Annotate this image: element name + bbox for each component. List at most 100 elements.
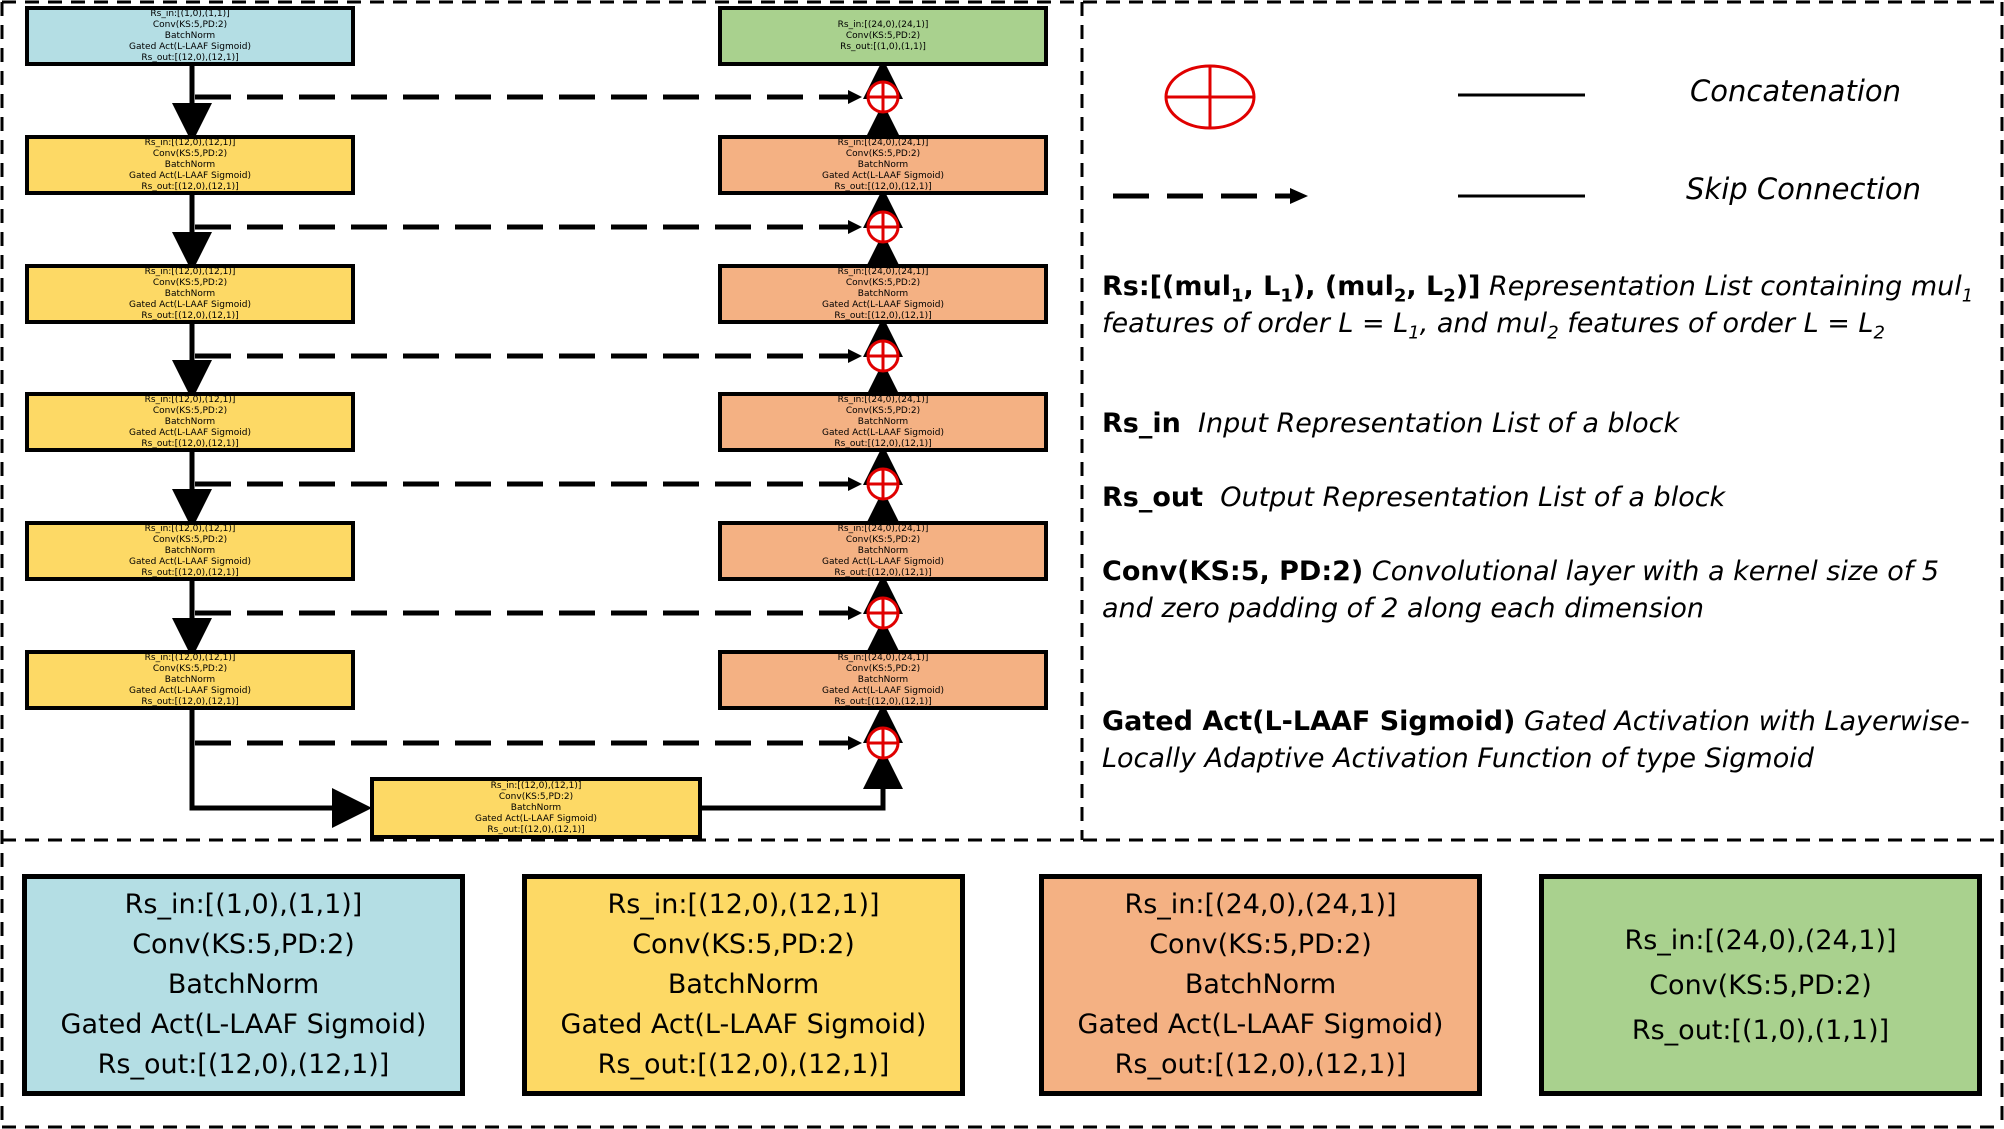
block-line: BatchNorm <box>164 30 216 41</box>
bottleneck-input-arrow <box>189 710 372 828</box>
block-line: Rs_in:[(12,0),(12,1)] <box>144 523 236 534</box>
block-line: BatchNorm <box>667 969 820 1000</box>
encoder-block: Rs_in:[(12,0),(12,1)] Conv(KS:5,PD:2) Ba… <box>25 521 355 581</box>
block-line: Rs_out:[(12,0),(12,1)] <box>141 567 239 578</box>
block-line: Rs_out:[(1,0),(1,1)] <box>840 41 926 52</box>
bottleneck-block: Rs_in:[(12,0),(12,1)] Conv(KS:5,PD:2) Ba… <box>370 777 702 839</box>
block-line: Rs_in:[(12,0),(12,1)] <box>144 266 236 277</box>
definition-rs-out: Rs_out Output Representation List of a b… <box>1102 479 1982 516</box>
block-line: Conv(KS:5,PD:2) <box>845 534 921 545</box>
block-line: Rs_out:[(12,0),(12,1)] <box>834 310 932 321</box>
skip-arrowhead <box>848 606 862 620</box>
block-line: Rs_in:[(12,0),(12,1)] <box>144 137 236 148</box>
block-line: Rs_in:[(24,0),(24,1)] <box>837 394 929 405</box>
block-line: Rs_out:[(12,0),(12,1)] <box>97 1049 390 1080</box>
decoder-block: Rs_in:[(24,0),(24,1)] Conv(KS:5,PD:2) Ba… <box>718 650 1048 710</box>
block-line: Rs_out:[(1,0),(1,1)] <box>1631 1014 1890 1046</box>
block-line: BatchNorm <box>857 288 909 299</box>
block-line: Conv(KS:5,PD:2) <box>152 405 228 416</box>
block-line: Gated Act(L-LAAF Sigmoid) <box>129 170 251 181</box>
key-encoder-block: Rs_in:[(12,0),(12,1)] Conv(KS:5,PD:2) Ba… <box>522 874 965 1096</box>
concat-icon <box>866 210 900 244</box>
block-line: Rs_in:[(1,0),(1,1)] <box>124 889 363 920</box>
block-line: BatchNorm <box>164 288 216 299</box>
concat-icon <box>866 726 900 760</box>
block-line: Rs_out:[(12,0),(12,1)] <box>834 181 932 192</box>
decoder-block: Rs_in:[(24,0),(24,1)] Conv(KS:5,PD:2) Ba… <box>718 392 1048 452</box>
block-line: Gated Act(L-LAAF Sigmoid) <box>129 556 251 567</box>
block-line: Conv(KS:5,PD:2) <box>845 30 921 41</box>
skip-arrowhead <box>848 736 862 750</box>
skip-connections <box>195 94 848 746</box>
skip-legend-label: Skip Connection <box>1686 172 1921 206</box>
block-line: Rs_out:[(12,0),(12,1)] <box>834 438 932 449</box>
definition-rs: Rs:[(mul1, L1), (mul2, L2)] Representati… <box>1102 268 1982 342</box>
block-line: BatchNorm <box>164 416 216 427</box>
block-line: Gated Act(L-LAAF Sigmoid) <box>822 427 944 438</box>
definition-gated-act: Gated Act(L-LAAF Sigmoid) Gated Activati… <box>1102 703 1982 777</box>
output-block: Rs_in:[(24,0),(24,1)] Conv(KS:5,PD:2) Rs… <box>718 6 1048 66</box>
block-line: Rs_out:[(12,0),(12,1)] <box>141 181 239 192</box>
block-line: Rs_out:[(12,0),(12,1)] <box>141 696 239 707</box>
block-line: Rs_in:[(12,0),(12,1)] <box>607 889 880 920</box>
block-line: BatchNorm <box>164 674 216 685</box>
encoder-block: Rs_in:[(12,0),(12,1)] Conv(KS:5,PD:2) Ba… <box>25 135 355 195</box>
definition-text: Convolutional layer with a kernel size o… <box>1102 556 1939 624</box>
block-line: BatchNorm <box>857 545 909 556</box>
block-line: Gated Act(L-LAAF Sigmoid) <box>822 685 944 696</box>
definition-text: Output Representation List of a block <box>1220 482 1726 513</box>
decoder-block: Rs_in:[(24,0),(24,1)] Conv(KS:5,PD:2) Ba… <box>718 521 1048 581</box>
concat-icon <box>866 339 900 373</box>
encoder-block: Rs_in:[(12,0),(12,1)] Conv(KS:5,PD:2) Ba… <box>25 264 355 324</box>
definition-term: Rs:[(mul1, L1), (mul2, L2)] <box>1102 271 1481 307</box>
block-line: Rs_in:[(12,0),(12,1)] <box>144 394 236 405</box>
block-line: Gated Act(L-LAAF Sigmoid) <box>129 41 251 52</box>
block-line: Gated Act(L-LAAF Sigmoid) <box>822 556 944 567</box>
definition-term: Gated Act(L-LAAF Sigmoid) <box>1102 706 1516 737</box>
block-line: BatchNorm <box>1184 969 1337 1000</box>
block-line: Conv(KS:5,PD:2) <box>152 534 228 545</box>
block-line: Rs_out:[(12,0),(12,1)] <box>597 1049 890 1080</box>
block-line: Conv(KS:5,PD:2) <box>132 929 355 960</box>
block-line: Rs_in:[(1,0),(1,1)] <box>150 8 230 19</box>
definition-term: Rs_in <box>1102 408 1181 439</box>
block-line: Gated Act(L-LAAF Sigmoid) <box>129 427 251 438</box>
block-line: Conv(KS:5,PD:2) <box>845 405 921 416</box>
block-line: Gated Act(L-LAAF Sigmoid) <box>129 299 251 310</box>
block-line: Conv(KS:5,PD:2) <box>845 148 921 159</box>
block-line: Rs_out:[(12,0),(12,1)] <box>834 567 932 578</box>
block-line: Rs_in:[(24,0),(24,1)] <box>837 19 929 30</box>
block-line: Conv(KS:5,PD:2) <box>1649 969 1872 1001</box>
concatenation-nodes <box>848 80 900 760</box>
block-line: Rs_in:[(24,0),(24,1)] <box>1624 924 1897 956</box>
legend-symbols <box>1113 64 1585 204</box>
block-line: Conv(KS:5,PD:2) <box>632 929 855 960</box>
block-line: Conv(KS:5,PD:2) <box>845 277 921 288</box>
block-line: Gated Act(L-LAAF Sigmoid) <box>822 299 944 310</box>
block-line: Conv(KS:5,PD:2) <box>152 148 228 159</box>
decoder-block: Rs_in:[(24,0),(24,1)] Conv(KS:5,PD:2) Ba… <box>718 135 1048 195</box>
encoder-block: Rs_in:[(12,0),(12,1)] Conv(KS:5,PD:2) Ba… <box>25 650 355 710</box>
block-line: Rs_out:[(12,0),(12,1)] <box>141 310 239 321</box>
block-line: Gated Act(L-LAAF Sigmoid) <box>1077 1009 1444 1040</box>
skip-arrowhead <box>848 349 862 363</box>
concat-legend-label: Concatenation <box>1690 74 1902 108</box>
block-line: BatchNorm <box>164 159 216 170</box>
definition-term: Rs_out <box>1102 482 1204 513</box>
block-line: Rs_in:[(24,0),(24,1)] <box>837 652 929 663</box>
block-line: BatchNorm <box>857 416 909 427</box>
block-line: Rs_out:[(12,0),(12,1)] <box>1114 1049 1407 1080</box>
block-line: Rs_in:[(12,0),(12,1)] <box>490 780 582 791</box>
skip-legend-icon <box>1113 188 1308 204</box>
key-decoder-block: Rs_in:[(24,0),(24,1)] Conv(KS:5,PD:2) Ba… <box>1039 874 1482 1096</box>
definition-text: Representation List containing mul1 feat… <box>1102 271 1974 344</box>
block-line: BatchNorm <box>164 545 216 556</box>
encoder-block: Rs_in:[(12,0),(12,1)] Conv(KS:5,PD:2) Ba… <box>25 392 355 452</box>
block-line: Conv(KS:5,PD:2) <box>152 663 228 674</box>
definition-conv: Conv(KS:5, PD:2) Convolutional layer wit… <box>1102 553 1982 627</box>
definition-text: Input Representation List of a block <box>1198 408 1680 439</box>
block-line: BatchNorm <box>167 969 320 1000</box>
block-line: Rs_out:[(12,0),(12,1)] <box>141 438 239 449</box>
block-line: Gated Act(L-LAAF Sigmoid) <box>129 685 251 696</box>
